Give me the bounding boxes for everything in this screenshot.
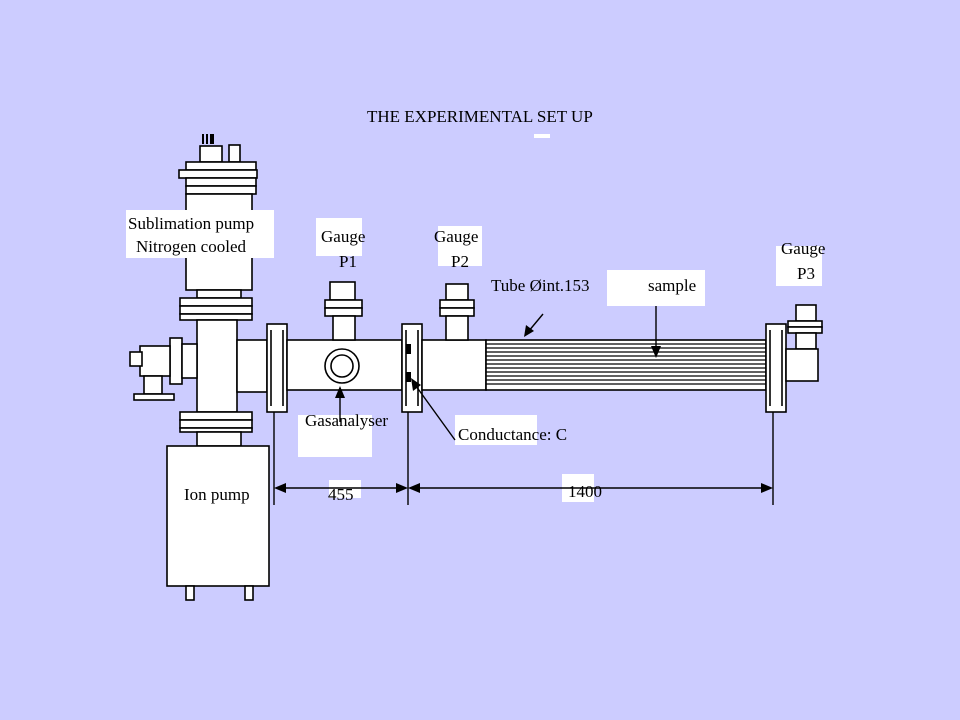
labels: Sublimation pump Nitrogen cooled Gauge P…	[128, 214, 825, 504]
label-p3: P3	[797, 264, 815, 283]
sample-tube	[485, 339, 767, 391]
gas-analyser-port	[324, 348, 360, 384]
label-tube: Tube Øint.153	[491, 276, 590, 295]
title-marker	[534, 134, 550, 138]
conductance-flange	[401, 323, 423, 413]
label-gauge-p2: Gauge	[434, 227, 478, 246]
label-gauge-p3: Gauge	[781, 239, 825, 258]
flange-right	[765, 323, 787, 413]
apparatus	[129, 134, 823, 601]
gauge-p2	[439, 283, 475, 341]
gauge-p3	[785, 304, 823, 382]
label-ion-pump: Ion pump	[184, 485, 250, 504]
label-sample: sample	[648, 276, 696, 295]
label-gauge-p1: Gauge	[321, 227, 365, 246]
label-p2: P2	[451, 252, 469, 271]
label-sublimation-line1: Sublimation pump	[128, 214, 254, 233]
ion-pump	[166, 445, 270, 601]
label-p1: P1	[339, 252, 357, 271]
label-conductance: Conductance: C	[458, 425, 567, 444]
label-dim-1400: 1400	[568, 482, 602, 501]
label-sublimation-line2: Nitrogen cooled	[136, 237, 246, 256]
gauge-p1	[324, 281, 363, 341]
label-boxes	[126, 210, 822, 507]
sublimation-pump	[178, 134, 268, 447]
label-gasanalyser: Gasanalyser	[305, 411, 388, 430]
side-valve	[129, 337, 198, 401]
label-dim-455: 455	[328, 485, 354, 504]
flange-left	[266, 323, 288, 413]
diagram-title: THE EXPERIMENTAL SET UP	[367, 107, 593, 126]
arrowheads	[274, 325, 773, 493]
gauge-section	[421, 339, 487, 391]
